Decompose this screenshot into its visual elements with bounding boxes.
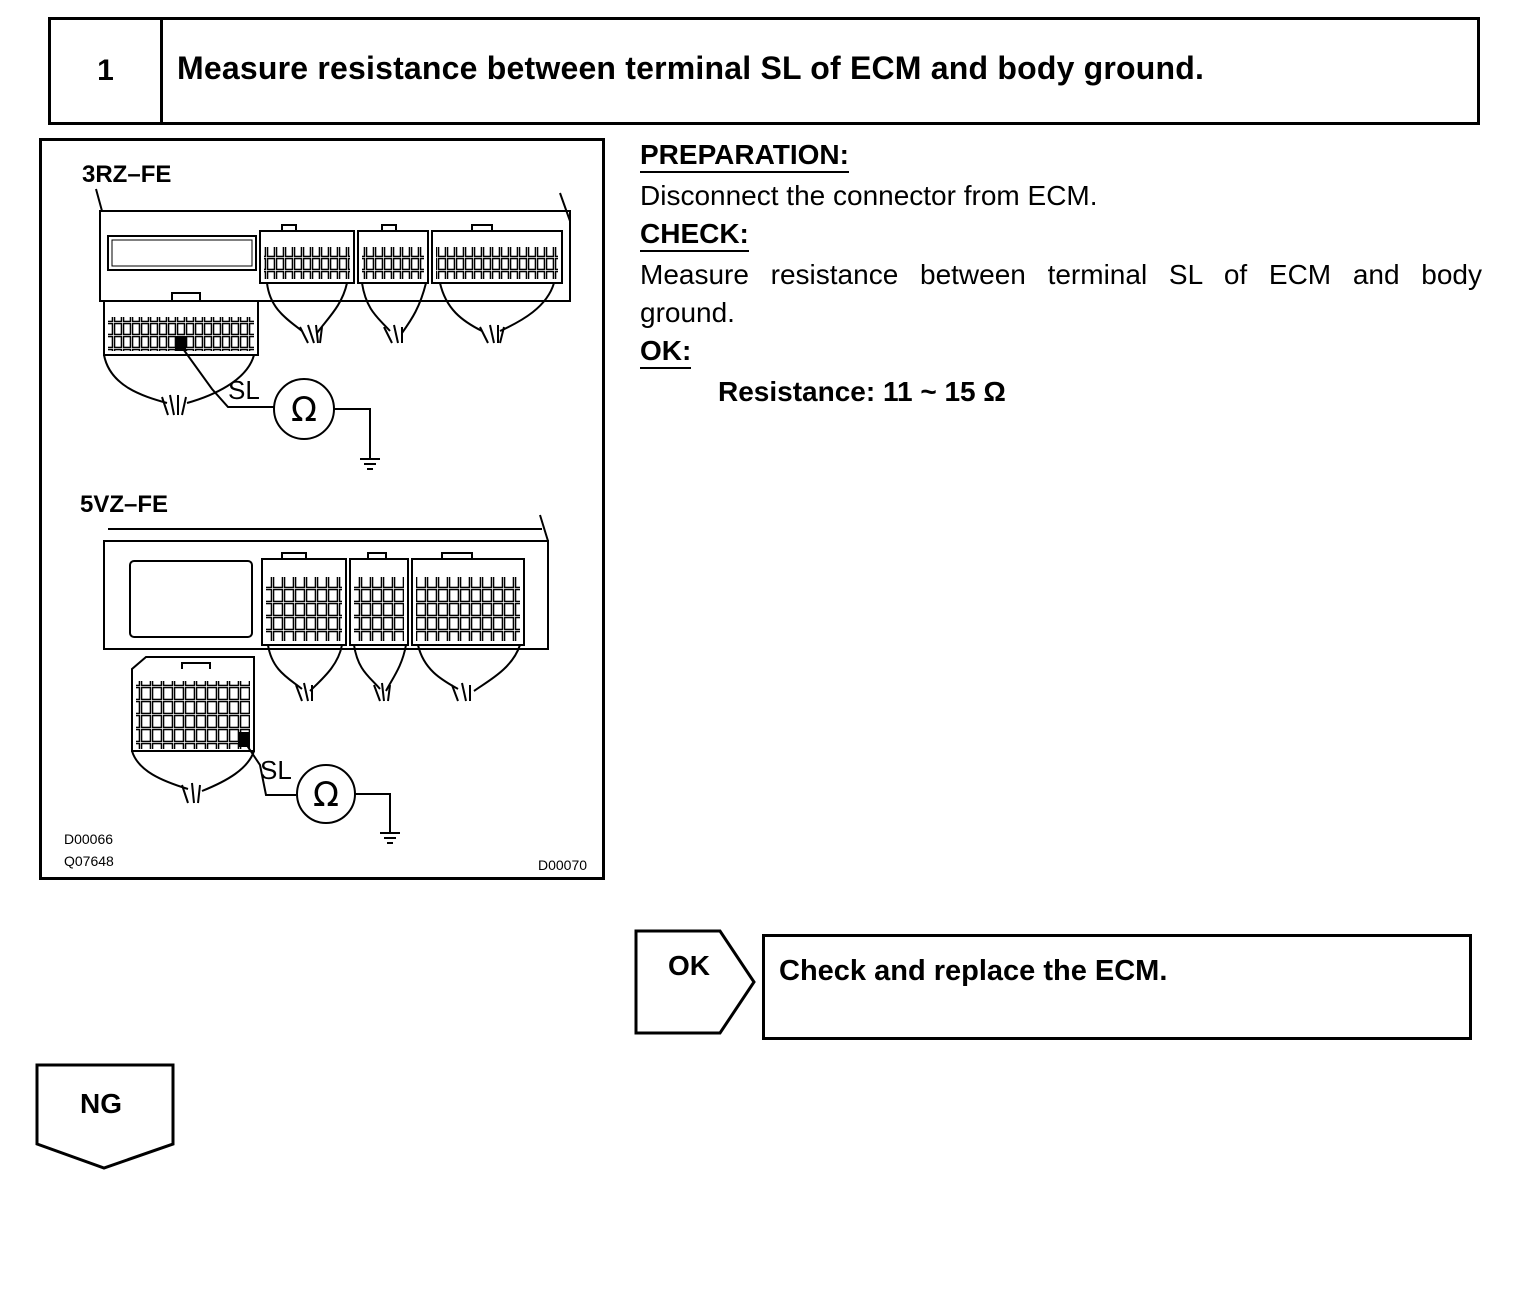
terminal-label-sl-bottom: SL	[260, 755, 292, 785]
engine-label-3rz: 3RZ–FE	[82, 161, 172, 188]
step-title: Measure resistance between terminal SL o…	[177, 50, 1205, 86]
ok-result-text: Check and replace the ECM.	[779, 955, 1168, 987]
ohm-symbol-bottom: Ω	[313, 775, 339, 815]
check-text: Measure resistance between terminal SL o…	[640, 259, 1482, 328]
check-heading: CHECK:	[640, 218, 749, 252]
ohm-symbol-top: Ω	[291, 390, 317, 430]
ok-heading: OK:	[640, 335, 692, 369]
step-number: 1	[51, 20, 163, 122]
preparation-heading: PREPARATION:	[640, 139, 849, 173]
preparation-text: Disconnect the connector from ECM.	[640, 180, 1098, 211]
connector-illustration: Ω Ω	[95, 188, 571, 844]
ok-result-box: Check and replace the ECM.	[762, 934, 1472, 1040]
figure-code-3: D00070	[538, 857, 588, 873]
step-header: 1 Measure resistance between terminal SL…	[48, 17, 1480, 125]
engine-label-5vz: 5VZ–FE	[80, 491, 169, 518]
instructions: PREPARATION: Disconnect the connector fr…	[640, 136, 1482, 411]
resistance-spec: Resistance: 11 ~ 15 Ω	[718, 376, 1006, 407]
figure-code-1: D00066	[64, 831, 114, 847]
ok-arrow-shape	[634, 929, 756, 1035]
ng-branch-label: NG	[80, 1088, 122, 1119]
ok-branch-label: OK	[668, 950, 710, 981]
wiring-diagram: Ω Ω 3RZ–FE 5VZ–FE SL SL D00066 Q07648 D0…	[39, 138, 605, 880]
terminal-label-sl-top: SL	[228, 375, 260, 405]
figure-code-2: Q07648	[64, 853, 114, 869]
ng-arrow-shape	[35, 1063, 175, 1170]
